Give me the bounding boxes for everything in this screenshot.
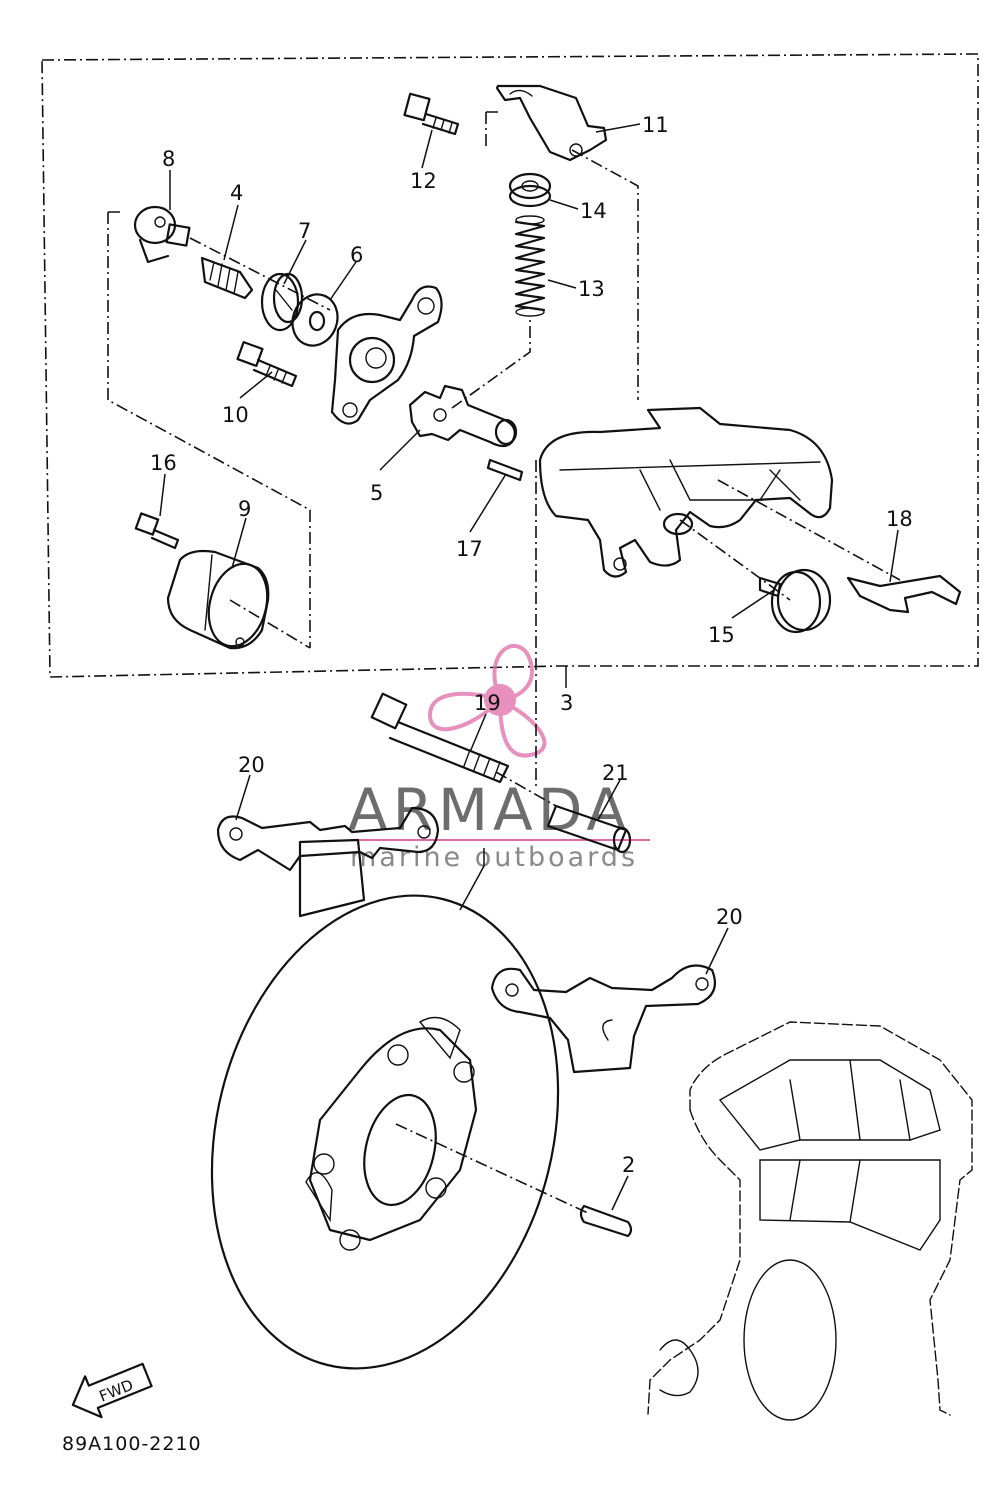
- part-14-spring-seat: [508, 172, 552, 208]
- assembly-boundary: [41, 53, 979, 678]
- part-5-gear-shaft: [408, 384, 518, 448]
- part-18-clip: [846, 574, 962, 614]
- callout-9: 9: [238, 497, 251, 521]
- part-6-washer: [291, 293, 339, 347]
- callout-17: 17: [456, 537, 483, 561]
- watermark-logo: [427, 643, 547, 758]
- part-12-bolt: [403, 92, 460, 136]
- part-10-bolt: [236, 341, 298, 388]
- lever-plate: [330, 285, 443, 425]
- watermark-brand: ARMADA: [348, 776, 631, 844]
- leader-lines: [159, 123, 899, 1211]
- part-21-sleeve: [546, 804, 632, 854]
- callout-15: 15: [708, 623, 735, 647]
- caliper-body: [538, 406, 834, 578]
- brake-disc: [210, 894, 560, 1370]
- part-7-washer: [260, 272, 304, 332]
- callout-8: 8: [162, 147, 175, 171]
- part-15-knob: [758, 568, 832, 634]
- part-16-screw: [134, 512, 180, 550]
- callout-20-lower: 20: [716, 905, 743, 929]
- callout-5: 5: [370, 481, 383, 505]
- callout-13: 13: [578, 277, 605, 301]
- assembly-lines: [107, 111, 901, 1215]
- part-17-pin: [486, 458, 524, 482]
- mount-bracket: [647, 1021, 973, 1421]
- callout-2: 2: [622, 1153, 635, 1177]
- fwd-arrow-icon: FWD: [71, 1362, 153, 1419]
- callout-18: 18: [886, 507, 913, 531]
- callout-16: 16: [150, 451, 177, 475]
- callout-20-upper: 20: [238, 753, 265, 777]
- part-20-pad-upper: [216, 806, 440, 918]
- watermark-tagline: marine outboards: [350, 842, 638, 873]
- part-20-pad-lower: [490, 964, 716, 1074]
- part-2-key: [579, 1204, 633, 1238]
- callout-12: 12: [410, 169, 437, 193]
- callout-4: 4: [230, 181, 243, 205]
- callout-14: 14: [580, 199, 607, 223]
- callout-6: 6: [350, 243, 363, 267]
- part-4-shaft: [200, 256, 254, 300]
- part-11-bracket: [495, 84, 608, 162]
- part-code: 89A100-2210: [62, 1433, 202, 1455]
- callout-10: 10: [222, 403, 249, 427]
- callout-7: 7: [298, 219, 311, 243]
- callout-21: 21: [602, 761, 629, 785]
- part-13-spring: [514, 215, 546, 317]
- part-9-housing: [166, 549, 270, 650]
- part-19-bolt: [370, 692, 510, 784]
- callout-19: 19: [474, 691, 501, 715]
- callout-3: 3: [560, 691, 573, 715]
- callout-11: 11: [642, 113, 669, 137]
- part-8-cap: [133, 205, 191, 264]
